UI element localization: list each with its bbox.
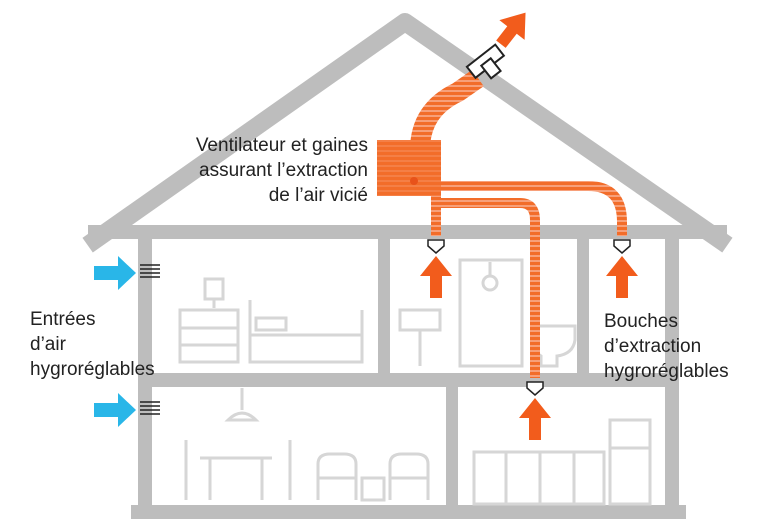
inlet-grille-upper [140,264,160,278]
fresh-air-inlet-arrow-icon [94,256,136,290]
extraction-arrow-icon [420,256,452,298]
fridge [608,418,652,506]
fan-box-icon [377,140,441,196]
fresh-air-inlets [94,256,160,427]
inlets-label-line-3: hygroréglables [30,359,155,380]
armchair-right [388,452,430,500]
nightstand [178,308,240,364]
pendant-lamp [224,411,260,422]
air-inlets-label: Entrées d’air hygroréglables [30,307,155,382]
roof-exhaust-arrow-icon [496,12,526,48]
toilet [533,324,577,368]
outlets-label-line-1: Bouches [604,311,678,332]
duct-branch-middle [440,198,540,378]
fresh-air-inlet-arrow-icon [94,393,136,427]
outlets-label-line-2: d’extraction [604,336,702,357]
fan-dot [410,177,418,185]
inlets-label-line-1: Entrées [30,309,96,330]
outlet-bathroom [427,239,445,254]
roof-exhaust-cap [465,43,506,80]
fan-label-line-2: assurant l’extraction [199,160,368,181]
fan-label-line-1: Ventilateur et gaines [195,135,368,156]
extraction-arrows [420,256,638,440]
extraction-outlets [427,239,631,396]
extraction-arrow-icon [519,398,551,440]
coffee-table [360,476,386,502]
bed-pillow [254,316,288,332]
duct-network [410,69,627,378]
outlets-label-line-3: hygroréglables [604,361,729,382]
extraction-arrow-icon [606,256,638,298]
duct-branch-right [440,181,627,236]
furniture [178,258,652,506]
outlet-right-room [613,239,631,254]
roof-duct [410,69,484,151]
inlets-label-line-2: d’air [30,334,66,355]
roof [82,13,733,253]
lamp-shade [203,277,225,301]
outlet-kitchen [526,381,544,396]
inlet-grille-lower [140,401,160,415]
house-structure [82,13,733,519]
fan-ducts-label: Ventilateur et gaines assurant l’extract… [148,133,368,208]
shower [458,258,524,368]
fan-label-line-3: de l’air vicié [268,185,368,206]
sink [398,308,442,332]
shower-head [481,274,499,292]
armchair-left [316,452,358,500]
extraction-outlets-label: Bouches d’extraction hygroréglables [604,309,729,384]
